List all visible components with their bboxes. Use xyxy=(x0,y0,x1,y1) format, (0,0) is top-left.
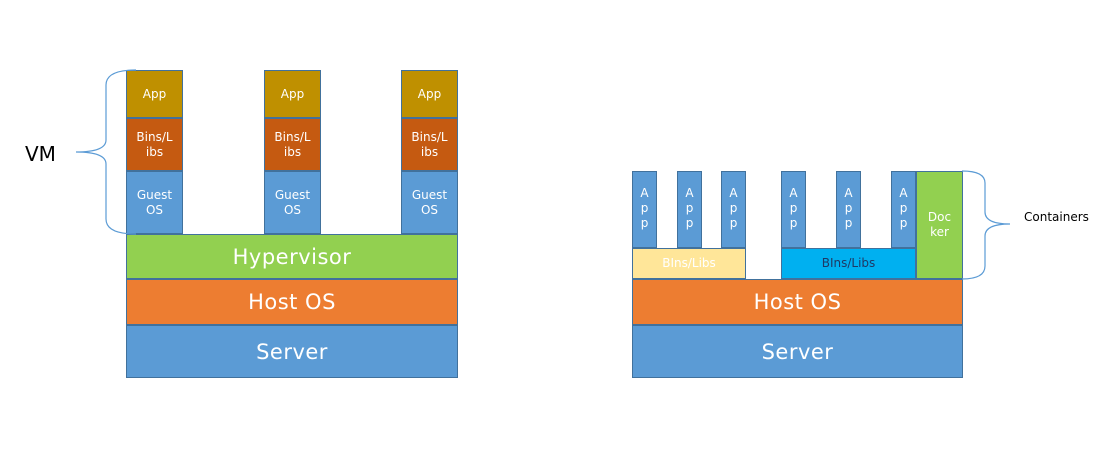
vm3-bins-libs-block: Bins/L ibs xyxy=(401,118,458,171)
vm-server-block: Server xyxy=(126,325,458,378)
containers-label: Containers xyxy=(1024,210,1089,224)
bins-libs-right-block: BIns/Libs xyxy=(781,248,916,279)
vm3-app-block: App xyxy=(401,70,458,118)
vm3-guest-os-block: Guest OS xyxy=(401,171,458,234)
docker-block: Doc ker xyxy=(916,171,963,279)
containers-brace-icon xyxy=(961,170,1011,280)
vm2-app-block: App xyxy=(264,70,321,118)
vm2-bins-libs-block: Bins/L ibs xyxy=(264,118,321,171)
vm-host-os-block: Host OS xyxy=(126,279,458,325)
vm-brace-icon xyxy=(75,69,137,235)
vm1-guest-os-block: Guest OS xyxy=(126,171,183,234)
hypervisor-block: Hypervisor xyxy=(126,234,458,279)
vm1-app-block: App xyxy=(126,70,183,118)
container-server-block: Server xyxy=(632,325,963,378)
vm1-bins-libs-block: Bins/L ibs xyxy=(126,118,183,171)
bins-libs-left-block: BIns/Libs xyxy=(632,248,746,279)
vm2-guest-os-block: Guest OS xyxy=(264,171,321,234)
vm-label: VM xyxy=(25,142,56,166)
container-host-os-block: Host OS xyxy=(632,279,963,325)
